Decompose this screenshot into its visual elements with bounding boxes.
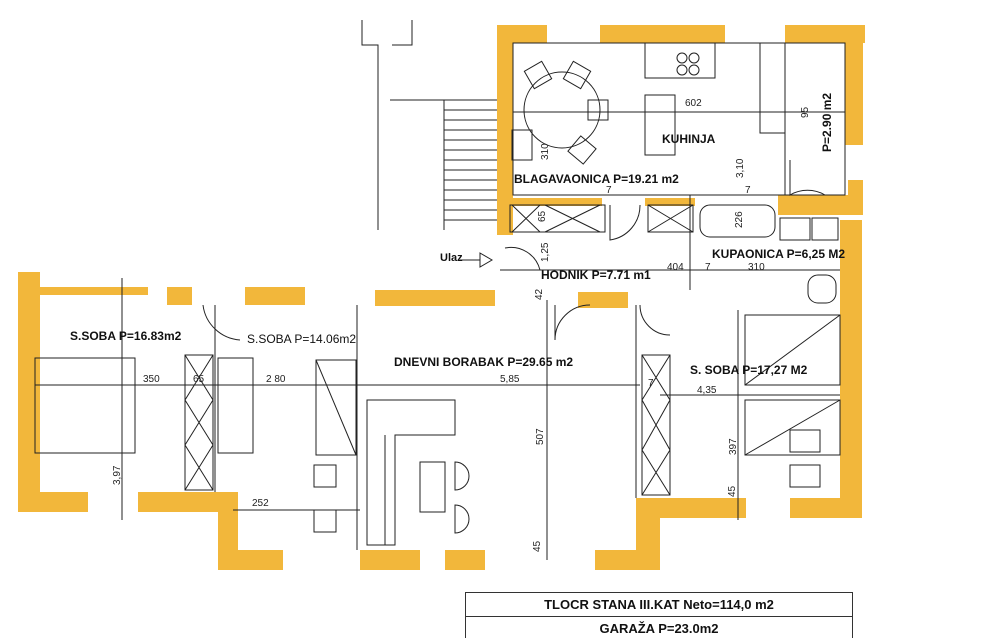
wall-closet2: [645, 198, 695, 206]
wall-kitchen-right: [845, 25, 863, 145]
dimension: 1,25: [540, 242, 551, 262]
wall-top-hall: [578, 292, 628, 308]
dimension: 397: [728, 438, 739, 455]
room-label-hodnik: HODNIK P=7.71 m1: [541, 268, 651, 282]
room-label-kupaonica: KUPAONICA P=6,25 M2: [712, 247, 846, 261]
wall-bottom-right: [636, 498, 746, 518]
dimension: 404: [667, 262, 684, 273]
room-label-soba-1: S.SOBA P=16.83m2: [70, 329, 182, 343]
dimension: 5,85: [500, 374, 520, 385]
dimension: 252: [252, 498, 269, 509]
dimension: 65: [537, 210, 548, 222]
wall-kitchen-left: [497, 25, 513, 235]
dimension: 2 80: [266, 374, 286, 385]
title-block-garage: GARAŽA P=23.0m2: [466, 616, 852, 638]
wall-bath-top: [778, 195, 848, 215]
dimension: 602: [685, 98, 702, 109]
dimension: 3,97: [112, 465, 123, 485]
wall-closet1: [507, 198, 602, 206]
title-block: TLOCR STANA III.KAT Neto=114,0 m2 GARAŽA…: [465, 592, 853, 638]
dimension: 507: [535, 428, 546, 445]
wall-top-pier: [167, 287, 192, 305]
room-label-ostava: P=2.90 m2: [820, 92, 834, 152]
dimension: 310: [748, 262, 765, 273]
title-block-floor: TLOCR STANA III.KAT Neto=114,0 m2: [544, 597, 774, 612]
dimension: 45: [532, 540, 543, 552]
wall-bath-right: [840, 220, 862, 300]
dimension: 310: [540, 143, 551, 160]
dimension: 350: [143, 374, 160, 385]
walls: [18, 25, 865, 570]
dimension: 7: [648, 378, 654, 389]
wall-right-mid: [848, 180, 863, 215]
room-label-blagavaonica: BLAGAVAONICA P=19.21 m2: [514, 172, 679, 186]
wall-kitchen-top-mid: [600, 25, 725, 43]
dimension: 42: [534, 288, 545, 300]
dimension: 4,35: [697, 385, 717, 396]
dimension: 7: [705, 262, 711, 273]
room-label-soba-2: S.SOBA P=14.06m2: [247, 332, 357, 346]
wall-top-window: [245, 287, 305, 305]
wall-kitchen-top-left: [497, 25, 547, 43]
room-label-soba-3: S. SOBA P=17,27 M2: [690, 363, 808, 377]
dimension: 226: [734, 211, 745, 228]
wall-bottom-3: [445, 550, 485, 570]
wall-top-left: [18, 287, 148, 295]
room-label-dnevni-boravak: DNEVNI BORABAK P=29.65 m2: [394, 355, 574, 369]
dimension: 95: [800, 106, 811, 118]
wall-right: [840, 288, 862, 518]
dimension: 3,10: [735, 158, 746, 178]
wall-bottom-1: [218, 550, 283, 570]
dimension: 45: [727, 485, 738, 497]
wall-bottom-2: [360, 550, 420, 570]
dimension: 7: [606, 185, 612, 196]
wall-top-living: [375, 290, 495, 306]
wall-bottom-mid: [138, 492, 238, 512]
dimension: 65: [193, 374, 205, 385]
wall-left: [18, 272, 40, 510]
linework: [34, 20, 846, 560]
room-label-kuhinja: KUHINJA: [662, 132, 716, 146]
wall-bottom-left: [18, 492, 88, 512]
dimension: 7: [745, 185, 751, 196]
entrance-label: Ulaz: [440, 252, 463, 264]
